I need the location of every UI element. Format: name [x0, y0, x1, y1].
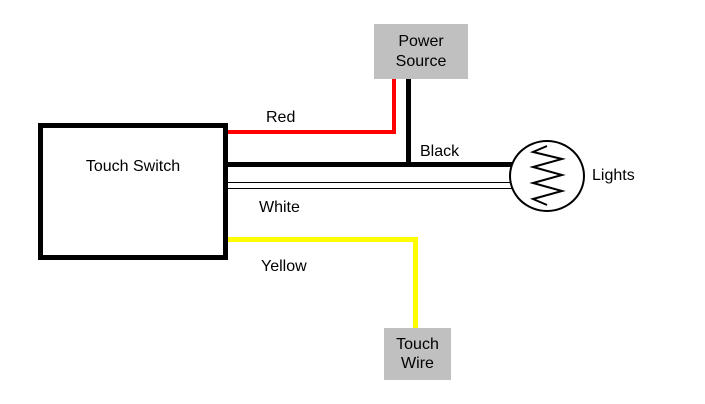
- lights-label: Lights: [592, 167, 635, 184]
- yellow-wire-label: Yellow: [261, 258, 307, 275]
- filament-icon: [529, 145, 566, 206]
- touch-wire-label: Touch Wire: [396, 335, 439, 372]
- black-wire-vertical: [406, 79, 411, 167]
- white-wire: [228, 182, 512, 189]
- power-source-node: Power Source: [374, 24, 468, 79]
- power-source-label: Power Source: [395, 33, 447, 70]
- touch-switch-label: Touch Switch: [85, 158, 181, 175]
- red-wire-label: Red: [266, 109, 296, 126]
- touch-switch-node: Touch Switch: [38, 123, 228, 260]
- black-wire-label: Black: [420, 143, 460, 160]
- touch-wire-node: Touch Wire: [384, 328, 451, 380]
- white-wire-label: White: [259, 199, 300, 216]
- yellow-wire-horizontal: [228, 237, 418, 242]
- yellow-wire-vertical: [413, 237, 418, 328]
- black-wire-horizontal: [226, 162, 513, 167]
- lights-node: [509, 140, 585, 212]
- red-wire-horizontal: [226, 130, 396, 134]
- red-wire-vertical: [392, 79, 396, 134]
